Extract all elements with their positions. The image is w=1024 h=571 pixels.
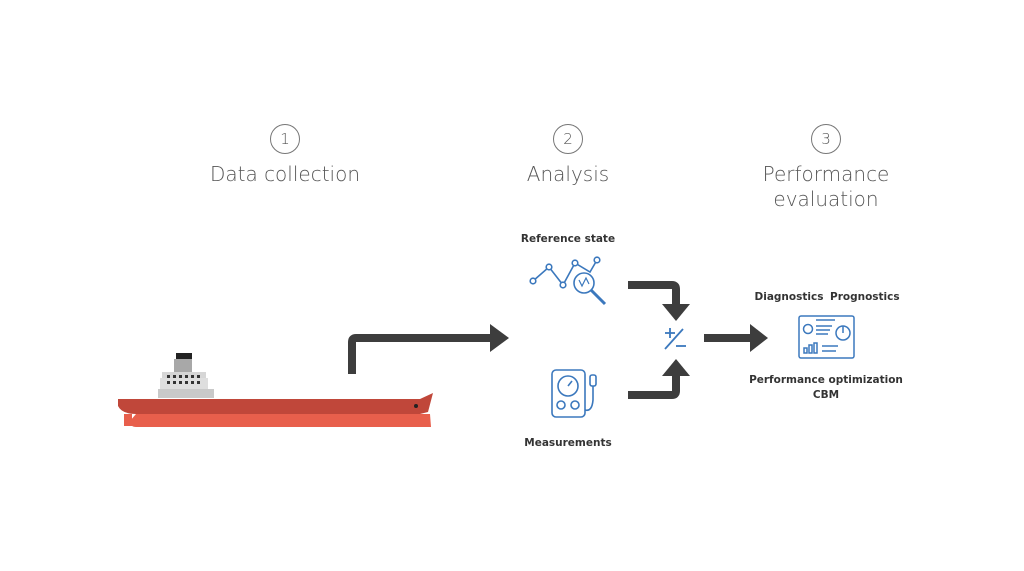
step-1-title: Data collection — [209, 162, 361, 186]
plus-minus-icon — [664, 328, 686, 350]
step-2-title: Analysis — [526, 162, 610, 186]
reference-combine-arrow — [628, 281, 690, 321]
ship-icon — [118, 353, 433, 427]
chart-magnifier-icon — [529, 256, 607, 306]
dashboard-icon — [798, 315, 855, 359]
step-3-title: Performance evaluation — [740, 162, 912, 212]
reference-state-label: Reference state — [520, 233, 616, 245]
evaluation-arrow — [704, 324, 768, 352]
diagnostics-label: Diagnostics — [754, 291, 824, 303]
step-2-number: 2 — [553, 124, 583, 154]
gauge-device-icon — [551, 369, 597, 418]
measurements-combine-arrow — [628, 359, 690, 399]
step-3-title-line1: Performance — [762, 162, 890, 186]
measurements-label: Measurements — [524, 437, 612, 449]
prognostics-label: Prognostics — [830, 291, 900, 303]
step-1-number: 1 — [270, 124, 300, 154]
step-3-title-line2: evaluation — [773, 187, 879, 211]
cbm-label: CBM — [812, 389, 840, 401]
step-3-number: 3 — [811, 124, 841, 154]
data-flow-arrow — [348, 324, 509, 374]
performance-optimization-label: Performance optimization — [749, 374, 903, 386]
